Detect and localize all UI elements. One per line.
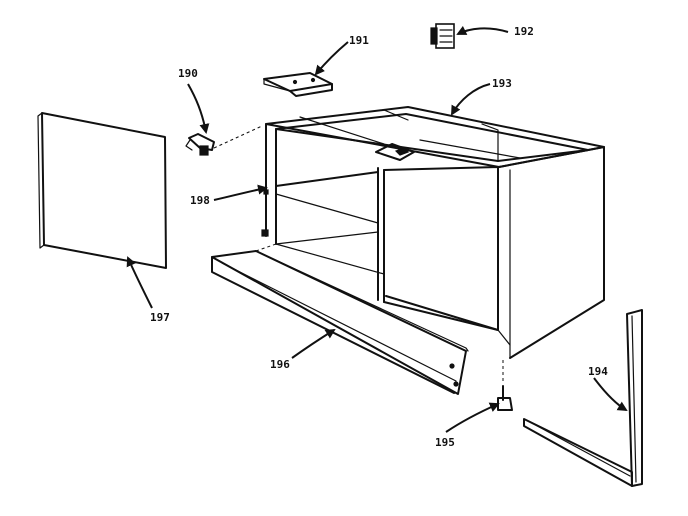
side-panel-part xyxy=(37,112,167,269)
clip-part xyxy=(430,23,455,49)
arrow-193 xyxy=(451,83,491,116)
label-191: 191 xyxy=(349,34,369,47)
leveling-foot-part xyxy=(497,360,513,411)
top-bracket-part xyxy=(263,72,333,97)
label-192: 192 xyxy=(514,25,534,38)
hinge-bracket-part xyxy=(185,125,263,156)
arrow-191 xyxy=(314,41,349,76)
arrow-196 xyxy=(291,328,336,359)
label-194: 194 xyxy=(588,365,608,378)
arrow-190 xyxy=(187,83,210,134)
label-190: 190 xyxy=(178,67,198,80)
arrow-198 xyxy=(213,184,268,201)
cabinet-frame xyxy=(261,106,605,359)
callout-arrows xyxy=(126,25,628,433)
arrow-197 xyxy=(126,256,153,309)
arrow-192 xyxy=(456,25,509,35)
trim-strip-part xyxy=(523,309,643,487)
label-196: 196 xyxy=(270,358,290,371)
label-195: 195 xyxy=(435,436,455,449)
label-198: 198 xyxy=(190,194,210,207)
label-197: 197 xyxy=(150,311,170,324)
label-193: 193 xyxy=(492,77,512,90)
arrow-194 xyxy=(593,377,628,412)
callout-labels: 190 191 192 193 194 195 196 197 198 xyxy=(150,25,608,449)
arrow-195 xyxy=(445,402,500,433)
front-rail-part xyxy=(211,243,469,395)
